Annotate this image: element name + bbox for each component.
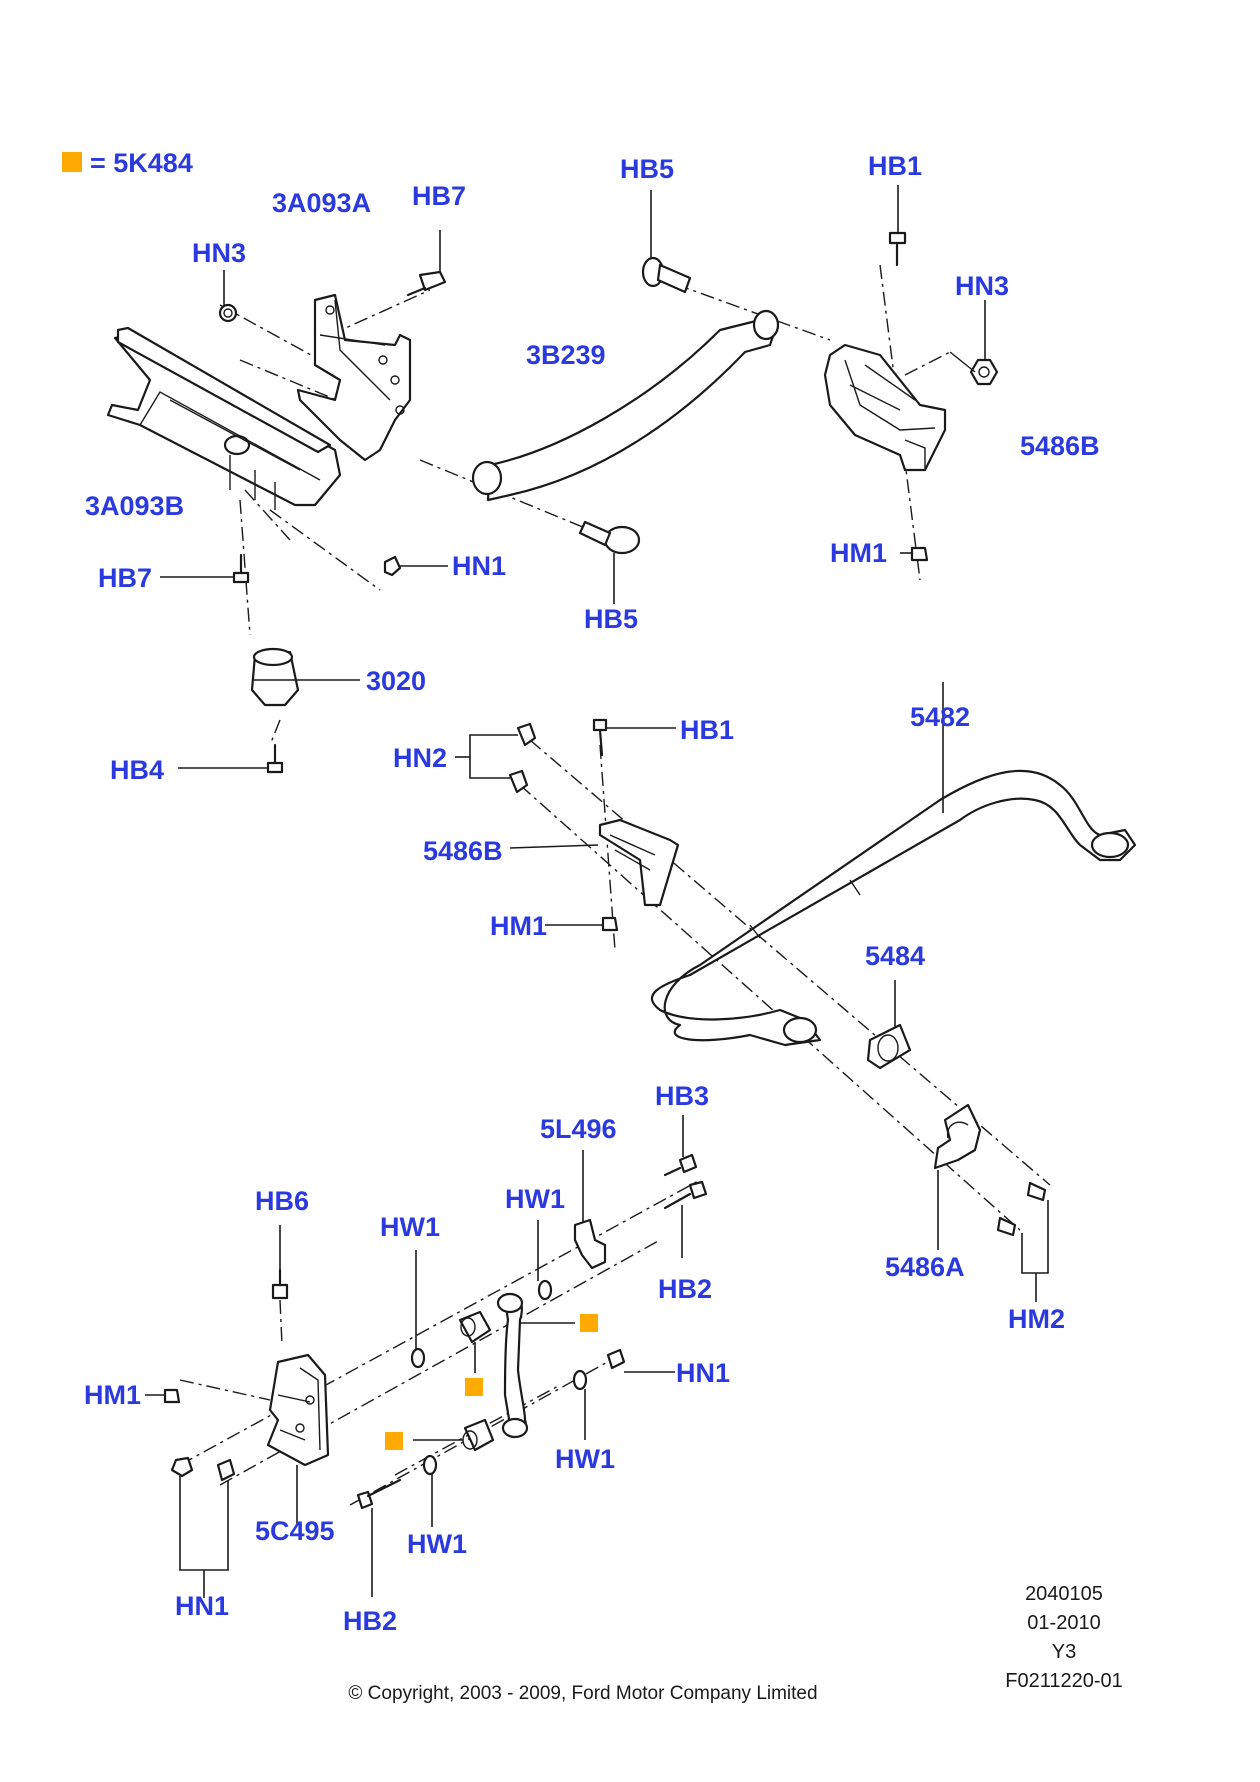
label-5c495: 5C495 xyxy=(255,1516,335,1546)
label-5486a: 5486A xyxy=(885,1252,965,1282)
washer-hw1-lower-left xyxy=(422,1454,438,1527)
label-hb4: HB4 xyxy=(110,755,164,785)
bolt-hb5-bottom xyxy=(578,520,641,604)
washer-hw1-upper-left xyxy=(410,1250,426,1369)
label-hb5-bottom: HB5 xyxy=(584,604,638,634)
label-5486b-mid: 5486B xyxy=(423,836,503,866)
link xyxy=(496,1292,575,1439)
bolt-hb2-bottom xyxy=(356,1478,402,1597)
nut-hm1-top xyxy=(900,546,929,562)
bolts-hm2 xyxy=(996,1181,1049,1302)
bolt-hb6 xyxy=(271,1225,289,1300)
bolt-hb4 xyxy=(178,743,284,774)
bolt-hb3 xyxy=(663,1115,698,1177)
bolt-hb2-right xyxy=(663,1180,708,1258)
label-hm1-top: HM1 xyxy=(830,538,887,568)
label-hb7-bottom: HB7 xyxy=(98,563,152,593)
label-hb1-top: HB1 xyxy=(868,151,922,181)
label-hb3: HB3 xyxy=(655,1081,709,1111)
bracket-3a093a xyxy=(296,293,412,462)
label-hn1-top: HN1 xyxy=(452,551,506,581)
bracket-5l496 xyxy=(573,1150,607,1270)
bolt-hb1-mid xyxy=(592,718,676,757)
label-5482: 5482 xyxy=(910,702,970,732)
info-block: 2040105 01-2010 Y3 F0211220-01 xyxy=(1005,1583,1123,1692)
washer-hw1-upper-right xyxy=(537,1220,553,1301)
legend-text: = 5K484 xyxy=(90,148,193,178)
nut-hm1-bottom xyxy=(145,1388,181,1404)
label-hn1-bottom: HN1 xyxy=(175,1591,229,1621)
nut-hn3-right xyxy=(904,300,999,386)
bolt-hb1-top xyxy=(888,185,907,267)
bracket-5c495 xyxy=(266,1353,330,1525)
label-hn3-left: HN3 xyxy=(192,238,246,268)
info-line-4: F0211220-01 xyxy=(1005,1670,1123,1692)
bolt-hb7-top xyxy=(406,230,447,297)
nuts-hn1-bottom xyxy=(170,1456,236,1598)
label-3b239: 3B239 xyxy=(526,340,606,370)
label-hb5-top: HB5 xyxy=(620,154,674,184)
info-line-3: Y3 xyxy=(1052,1641,1076,1663)
bushing-5k484-lower xyxy=(413,1418,495,1452)
label-hb2-bottom: HB2 xyxy=(343,1606,397,1636)
label-hb7-top: HB7 xyxy=(412,181,466,211)
clips-hn2 xyxy=(455,722,537,794)
label-hm2: HM2 xyxy=(1008,1304,1065,1334)
nut-hn1-right xyxy=(606,1348,675,1373)
label-hb2-right: HB2 xyxy=(658,1274,712,1304)
label-hw1-lower-right: HW1 xyxy=(555,1444,615,1474)
bushing-5484 xyxy=(866,980,912,1070)
label-hm1-mid: HM1 xyxy=(490,911,547,941)
copyright-text: © Copyright, 2003 - 2009, Ford Motor Com… xyxy=(348,1683,817,1704)
bushing-5k484-upper xyxy=(458,1310,492,1373)
label-hw1-upper-left: HW1 xyxy=(380,1212,440,1242)
label-3020: 3020 xyxy=(366,666,426,696)
clip-hn1-top xyxy=(383,555,448,577)
stabilizer-bar-5482 xyxy=(651,682,1137,1047)
label-3a093b: 3A093B xyxy=(85,491,184,521)
nut-hn3-left xyxy=(218,270,238,323)
marker-5k484-link xyxy=(580,1314,598,1332)
arm-3b239 xyxy=(471,309,780,502)
info-line-2: 01-2010 xyxy=(1027,1612,1100,1634)
legend-markers xyxy=(385,1314,598,1450)
label-hm1-bottom: HM1 xyxy=(84,1380,141,1410)
nut-hm1-mid xyxy=(545,916,619,932)
crossmember-3a093b xyxy=(106,326,342,510)
label-3a093a: 3A093A xyxy=(272,188,371,218)
label-5484: 5484 xyxy=(865,941,925,971)
label-hb6: HB6 xyxy=(255,1186,309,1216)
bolt-hb5-top xyxy=(641,190,692,294)
info-line-1: 2040105 xyxy=(1025,1583,1103,1605)
bracket-5486b-mid xyxy=(509,818,680,907)
label-hw1-lower-left: HW1 xyxy=(407,1529,467,1559)
label-hb1-mid: HB1 xyxy=(680,715,734,745)
bolt-hb7-bottom xyxy=(160,553,250,584)
legend-swatch xyxy=(62,152,82,172)
legend: = 5K484 xyxy=(62,148,193,178)
label-hw1-upper-right: HW1 xyxy=(505,1184,565,1214)
marker-5k484-lower xyxy=(385,1432,403,1450)
marker-5k484-upper xyxy=(465,1378,483,1396)
label-hn1-right: HN1 xyxy=(676,1358,730,1388)
label-hn3-right: HN3 xyxy=(955,271,1009,301)
label-5486b-top: 5486B xyxy=(1020,431,1100,461)
mount-3020 xyxy=(250,647,360,707)
callout-labels: HN3 3A093A HB7 HB5 HB1 HN3 3B239 5486B 3… xyxy=(84,151,1100,1636)
washer-hw1-lower-right xyxy=(572,1369,588,1440)
bracket-5486b-top xyxy=(823,343,947,472)
label-5l496: 5L496 xyxy=(540,1114,617,1144)
clamp-5486a xyxy=(933,1103,982,1250)
label-hn2: HN2 xyxy=(393,743,447,773)
